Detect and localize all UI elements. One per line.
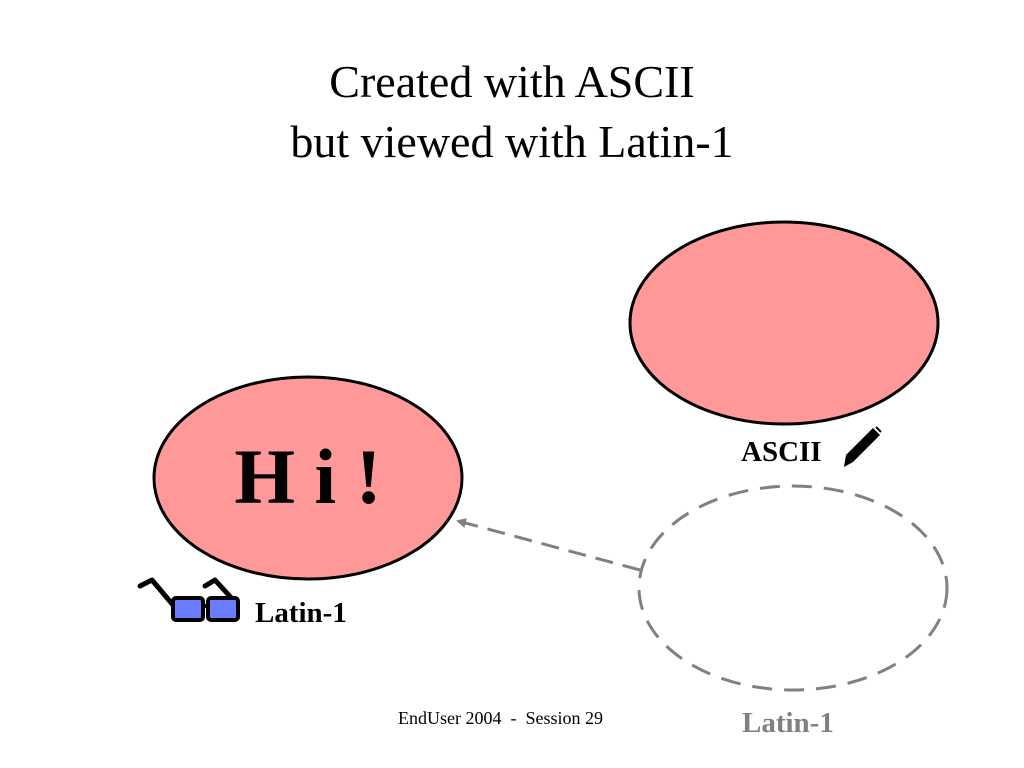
latin1-viewed-label: Latin-1 bbox=[255, 597, 347, 629]
dashed-arrow bbox=[456, 518, 641, 572]
latin1-target-ellipse bbox=[637, 484, 949, 692]
hi-text: H i ! bbox=[234, 433, 382, 520]
ascii-ellipse bbox=[628, 220, 940, 426]
ascii-label: ASCII bbox=[741, 436, 822, 468]
latin1-viewed-ellipse bbox=[152, 375, 464, 581]
slide-title: Created with ASCII but viewed with Latin… bbox=[0, 52, 1024, 172]
footer-text: EndUser 2004 - Session 29 bbox=[398, 708, 603, 728]
title-line-2: but viewed with Latin-1 bbox=[290, 116, 734, 167]
latin1-target-label: Latin-1 bbox=[742, 707, 834, 739]
glasses-icon bbox=[137, 577, 240, 622]
title-line-1: Created with ASCII bbox=[329, 56, 695, 107]
pen-nib-icon bbox=[844, 426, 882, 467]
